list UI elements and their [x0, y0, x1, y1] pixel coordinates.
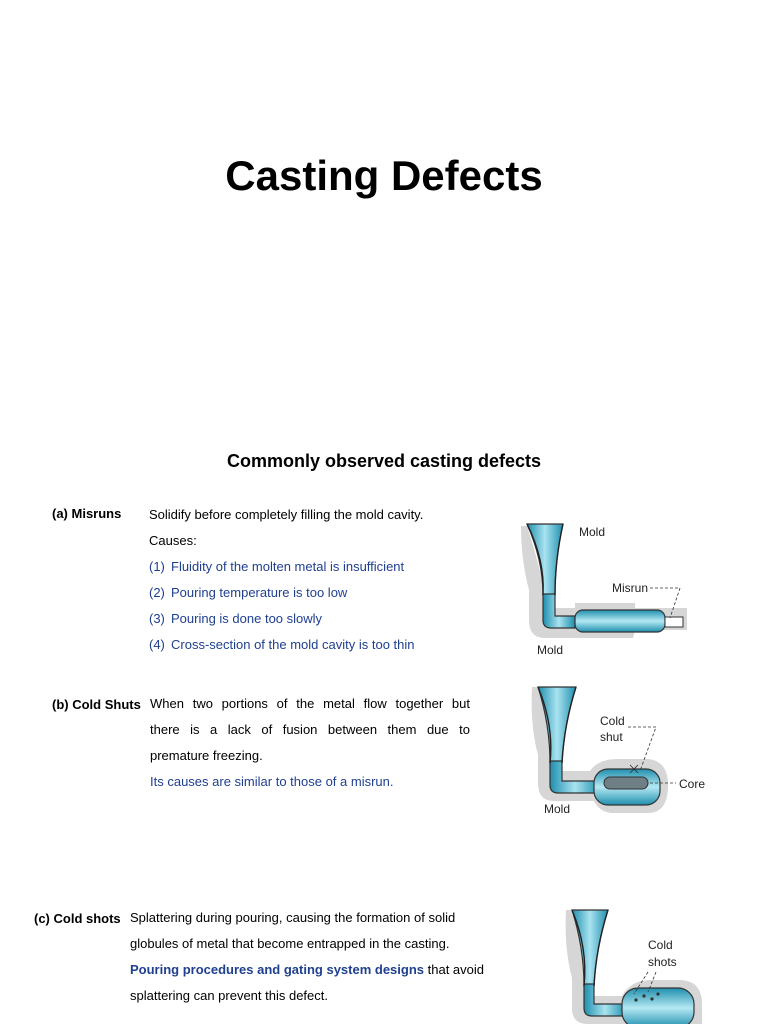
- misruns-description: Solidify before completely filling the m…: [149, 507, 424, 522]
- cold-shots-emphasis: Pouring procedures and gating system des…: [130, 962, 425, 977]
- cold-shuts-text: When two portions of the metal flow toge…: [150, 691, 470, 795]
- cold-shots-line: Splattering during pouring, causing the …: [130, 910, 456, 925]
- cause-text: Pouring is done too slowly: [171, 611, 323, 626]
- sprue-runner-metal: [542, 593, 576, 629]
- core: [603, 776, 649, 790]
- cold-shuts-line: there is a lack of fusion between them d…: [150, 722, 470, 737]
- casting-cavity-metal: [574, 609, 666, 633]
- section-heading: Commonly observed casting defects: [226, 451, 542, 471]
- cold-shots-line: Pouring procedures and gating system des…: [130, 957, 484, 983]
- mold-label: Mold: [544, 802, 570, 816]
- mold-top-label: Mold: [579, 525, 605, 539]
- core-label: Core: [679, 777, 705, 791]
- cause-text: Cross-section of the mold cavity is too …: [171, 637, 415, 652]
- cold-shots-line: globules of metal that become entrapped …: [130, 936, 450, 951]
- cause-number: (4): [149, 637, 165, 652]
- cause-number: (2): [149, 585, 165, 600]
- cold-shots-text: Splattering during pouring, causing the …: [130, 905, 484, 1009]
- cold-shots-figure: Cold shots: [565, 909, 702, 1024]
- cold-shuts-line: When two portions of the metal flow toge…: [150, 696, 470, 711]
- shut-label: shut: [600, 730, 623, 744]
- sprue-runner-metal: [549, 760, 601, 794]
- mold-bottom-label: Mold: [537, 643, 563, 657]
- cold-shuts-label: (b) Cold Shuts: [52, 697, 141, 712]
- cause-text: Fluidity of the molten metal is insuffic…: [171, 559, 405, 574]
- misrun-figure: Mold Mold Misrun: [521, 523, 687, 657]
- cold-shut-figure: Cold shut Core Mold: [531, 686, 705, 816]
- misruns-label: (a) Misruns: [52, 506, 122, 521]
- cold-shuts-note: Its causes are similar to those of a mis…: [150, 774, 394, 789]
- cold-shots-line: splattering can prevent this defect.: [130, 988, 329, 1003]
- cause-number: (1): [149, 559, 165, 574]
- page-title: Casting Defects: [225, 152, 543, 199]
- misruns-cause-item: (4) Cross-section of the mold cavity is t…: [149, 632, 423, 658]
- misruns-cause-item: (3) Pouring is done too slowly: [149, 606, 423, 632]
- misrun-void: [664, 616, 684, 628]
- casting-cavity-metal: [621, 987, 695, 1024]
- cause-number: (3): [149, 611, 165, 626]
- cold-label: Cold: [648, 938, 673, 952]
- cold-label: Cold: [600, 714, 625, 728]
- misruns-causes-heading: Causes:: [149, 533, 197, 548]
- sprue-runner-metal: [583, 983, 627, 1017]
- misruns-cause-item: (1) Fluidity of the molten metal is insuf…: [149, 554, 423, 580]
- shots-label: shots: [648, 955, 677, 969]
- cold-shots-label: (c) Cold shots: [34, 911, 121, 926]
- cause-text: Pouring temperature is too low: [171, 585, 348, 600]
- misrun-label: Misrun: [612, 581, 648, 595]
- cold-shots-emphasis-rest: that avoid: [424, 962, 485, 977]
- misruns-cause-item: (2) Pouring temperature is too low: [149, 580, 423, 606]
- cold-shuts-line: premature freezing.: [150, 748, 263, 763]
- misruns-text: Solidify before completely filling the m…: [149, 502, 423, 658]
